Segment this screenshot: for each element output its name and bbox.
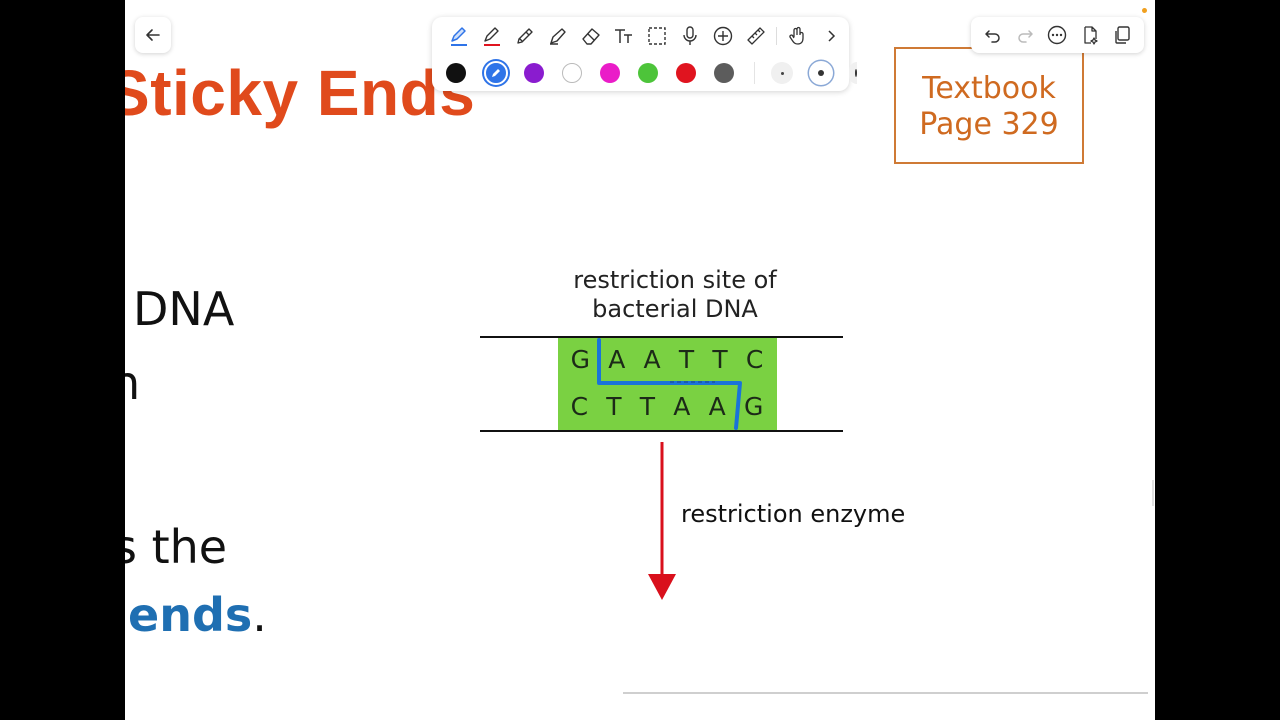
hand-gesture-icon: [788, 26, 804, 45]
base: A: [643, 345, 662, 374]
text-tool-button[interactable]: [607, 22, 640, 50]
color-swatch-magenta[interactable]: [600, 63, 620, 83]
color-palette: [446, 60, 857, 86]
ruler-button[interactable]: [739, 22, 772, 50]
color-swatch-purple[interactable]: [524, 63, 544, 83]
caption-line-2: bacterial DNA: [592, 295, 758, 323]
marker-icon: [549, 28, 566, 45]
eraser-icon: [581, 28, 600, 45]
microphone-icon: [682, 26, 697, 45]
tool-row: [442, 22, 847, 50]
diagram-caption: restriction site of bacterial DNA: [545, 266, 805, 324]
base: G: [570, 345, 591, 374]
cut-arrow: [648, 442, 676, 600]
pencil-icon: [516, 28, 533, 44]
lasso-select-icon: [647, 27, 666, 45]
base: T: [606, 392, 623, 421]
add-icon: [713, 26, 732, 46]
textbook-reference-box: Textbook Page 329: [894, 47, 1084, 164]
more-icon: [1048, 25, 1067, 45]
text-tool-icon: [614, 29, 632, 43]
stroke-size-large[interactable]: [849, 62, 857, 84]
notification-dot: [1142, 8, 1147, 13]
textbook-page: Page 329: [919, 107, 1059, 142]
base: A: [673, 392, 692, 421]
base: T: [639, 392, 657, 421]
base: T: [712, 345, 729, 374]
copy-pages-button[interactable]: [1109, 22, 1135, 48]
stroke-size-small[interactable]: [771, 62, 793, 84]
arrow-left-icon: [146, 29, 160, 41]
touch-draw-button[interactable]: [781, 22, 814, 50]
pen-tool-button[interactable]: [442, 22, 475, 50]
base: T: [678, 345, 696, 374]
ai-page-icon: [1084, 26, 1098, 45]
palette-separator: [754, 62, 755, 84]
base: A: [708, 392, 727, 421]
base: C: [570, 392, 590, 421]
redo-icon: [1018, 30, 1034, 43]
pen-icon: [492, 69, 500, 77]
stroke-size-medium-selected[interactable]: [809, 61, 833, 85]
period: .: [252, 588, 267, 642]
highlighter-pen-icon: [483, 27, 500, 46]
body-text-fragment: n: [125, 356, 141, 410]
top-strand-sequence: G A A T T C: [558, 345, 777, 374]
copy-pages-icon: [1115, 26, 1130, 44]
enzyme-label: restriction enzyme: [681, 500, 906, 528]
undo-icon: [985, 30, 1000, 43]
marker-button[interactable]: [541, 22, 574, 50]
slide-title: Sticky Ends: [125, 57, 476, 129]
sticky-ends-keyword: ends: [128, 588, 253, 642]
color-swatch-black[interactable]: [446, 63, 466, 83]
ai-page-button[interactable]: [1077, 22, 1103, 48]
more-options-button[interactable]: [1044, 22, 1070, 48]
base: A: [608, 345, 627, 374]
lasso-select-button[interactable]: [640, 22, 673, 50]
slide-canvas[interactable]: Sticky Ends DNA n s the ends. Textbook P…: [125, 0, 1155, 720]
toolbar-separator: [776, 27, 777, 45]
dna-backbone-bottom: [480, 430, 843, 432]
highlighter-pen-button[interactable]: [475, 22, 508, 50]
microphone-button[interactable]: [673, 22, 706, 50]
textbook-label: Textbook: [922, 71, 1056, 106]
ruler-icon: [746, 27, 765, 45]
color-swatch-white[interactable]: [562, 63, 582, 83]
page-divider: [623, 692, 1148, 694]
base: G: [743, 392, 765, 421]
caption-line-1: restriction site of: [573, 266, 777, 294]
page-actions-toolbar: [971, 17, 1144, 53]
more-tools-button[interactable]: [814, 22, 847, 50]
color-swatch-gray[interactable]: [714, 63, 734, 83]
pen-icon: [450, 27, 467, 46]
chevron-right-icon: [827, 30, 835, 42]
bottom-strand-sequence: C T T A A G: [558, 392, 777, 421]
undo-button[interactable]: [980, 22, 1006, 48]
back-button[interactable]: [135, 17, 171, 53]
body-text-ends: ends.: [128, 588, 267, 642]
pencil-button[interactable]: [508, 22, 541, 50]
scroll-indicator[interactable]: [1152, 480, 1154, 506]
body-text-the: s the: [125, 520, 228, 574]
base: C: [745, 345, 765, 374]
eraser-button[interactable]: [574, 22, 607, 50]
color-swatch-blue-selected[interactable]: [484, 61, 508, 85]
dna-backbone-top: [480, 336, 843, 338]
body-text-dna: DNA: [133, 282, 235, 336]
redo-button[interactable]: [1012, 22, 1038, 48]
insert-button[interactable]: [706, 22, 739, 50]
color-swatch-green[interactable]: [638, 63, 658, 83]
color-swatch-red[interactable]: [676, 63, 696, 83]
drawing-toolbar: [432, 17, 857, 91]
